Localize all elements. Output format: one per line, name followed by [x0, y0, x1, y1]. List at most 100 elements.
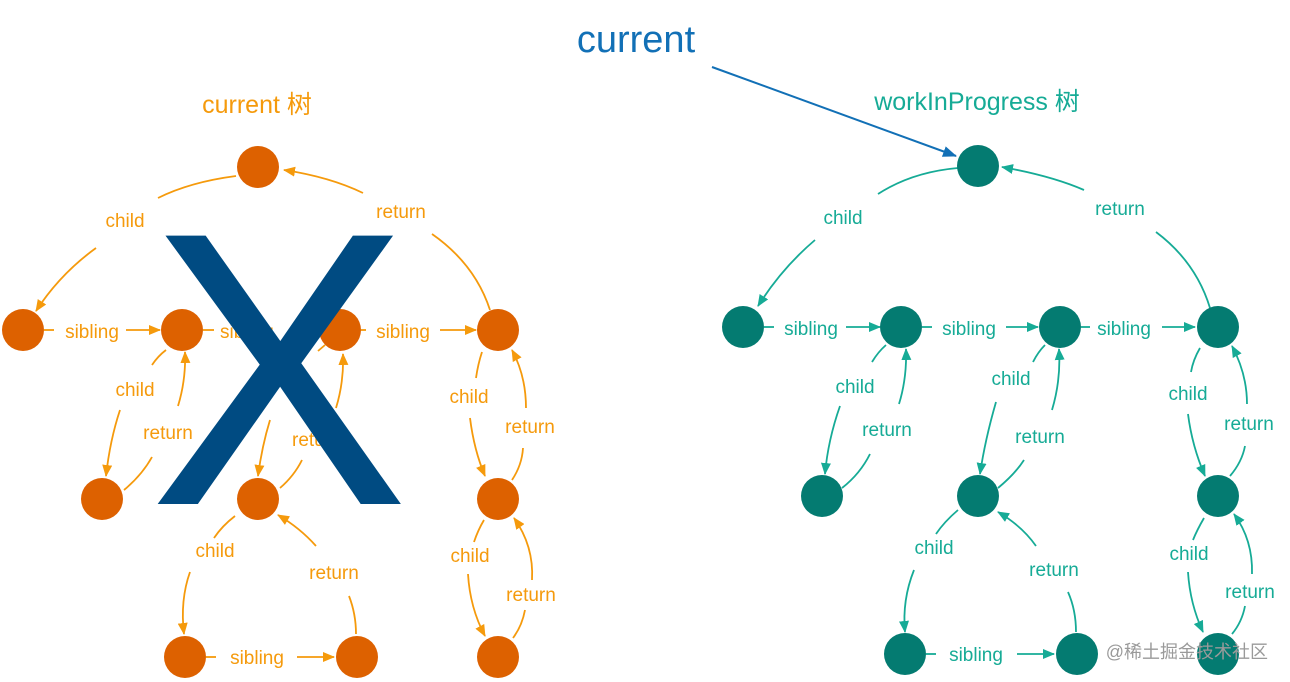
fiber-node	[1056, 633, 1098, 675]
edge-return	[997, 459, 1025, 489]
edge-return	[177, 351, 191, 407]
edge-label-return: return	[143, 423, 193, 444]
fiber-node	[801, 475, 843, 517]
edge-label-return: return	[1224, 414, 1274, 435]
edge-child	[469, 417, 486, 477]
edge-child	[1190, 347, 1201, 373]
edge-return	[511, 349, 527, 409]
edge-label-sibling: sibling	[784, 319, 838, 340]
edge-label-sibling: sibling	[942, 319, 996, 340]
edge-label-return: return	[292, 430, 342, 451]
current-pointer-arrow	[711, 66, 957, 157]
edge-return	[841, 453, 871, 489]
edge-return	[348, 595, 357, 635]
fiber-node	[477, 478, 519, 520]
fiber-node	[237, 478, 279, 520]
fiber-node	[237, 146, 279, 188]
edge-label-child: child	[450, 546, 489, 567]
edge-return	[1229, 445, 1246, 477]
fiber-node	[81, 478, 123, 520]
edge-return	[1231, 345, 1248, 405]
edge-label-return: return	[1029, 560, 1079, 581]
fiber-node	[1039, 306, 1081, 348]
edge-child	[473, 519, 485, 543]
fiber-node	[957, 475, 999, 517]
edge-child	[35, 247, 97, 312]
edge-label-return: return	[376, 202, 426, 223]
edge-return	[1067, 591, 1077, 633]
work-in-progress-tree-title: workInProgress 树	[873, 88, 1080, 116]
edge-label-child: child	[1169, 544, 1208, 565]
edge-label-child: child	[914, 538, 953, 559]
edge-label-return: return	[1095, 199, 1145, 220]
fiber-node	[1197, 475, 1239, 517]
edge-label-child: child	[115, 380, 154, 401]
edge-return	[511, 447, 524, 481]
edge-return	[512, 609, 526, 639]
edge-return	[997, 511, 1037, 547]
edge-label-return: return	[1225, 582, 1275, 603]
edge-label-child: child	[835, 377, 874, 398]
edge-child	[935, 509, 959, 535]
edge-child	[877, 167, 959, 195]
edge-child	[151, 349, 167, 366]
edge-label-return: return	[506, 585, 556, 606]
edge-return	[279, 459, 303, 489]
edge-label-child: child	[105, 211, 144, 232]
fiber-node	[2, 309, 44, 351]
fiber-node	[477, 309, 519, 351]
watermark: @稀土掘金技术社区	[1106, 642, 1268, 662]
edge-label-sibling: sibling	[220, 322, 274, 343]
fiber-node	[1197, 306, 1239, 348]
edge-child	[976, 401, 997, 475]
edge-label-sibling: sibling	[376, 322, 430, 343]
edge-label-child: child	[1168, 384, 1207, 405]
edge-return	[513, 517, 534, 581]
edge-child	[757, 239, 816, 307]
edge-return	[1001, 164, 1085, 191]
fiber-node	[884, 633, 926, 675]
fiber-node	[957, 145, 999, 187]
fiber-node	[1197, 633, 1239, 675]
current-tree: current 树	[2, 91, 556, 678]
edge-label-child: child	[823, 208, 862, 229]
fiber-node	[722, 306, 764, 348]
edge-return	[431, 233, 491, 311]
edge-label-child: child	[195, 541, 234, 562]
edge-child	[871, 344, 887, 363]
edge-label-return: return	[505, 417, 555, 438]
edge-child	[467, 573, 486, 637]
edge-child	[1187, 413, 1206, 477]
edge-return	[1233, 513, 1253, 575]
edge-child	[157, 175, 237, 199]
edge-child	[254, 419, 271, 477]
fiber-node	[880, 306, 922, 348]
edge-return	[283, 166, 364, 194]
work-in-progress-tree: workInProgress 树	[722, 88, 1275, 675]
fiber-node	[477, 636, 519, 678]
current-tree-title: current 树	[202, 91, 312, 119]
edge-label-return: return	[862, 420, 912, 441]
edge-child	[1192, 517, 1205, 541]
edge-child	[177, 571, 191, 635]
edge-label-sibling: sibling	[1097, 319, 1151, 340]
edge-child	[898, 569, 915, 633]
edge-return	[335, 353, 349, 409]
edge-child	[475, 351, 483, 379]
edge-child	[317, 344, 326, 352]
edge-label-sibling: sibling	[65, 322, 119, 343]
fiber-node	[336, 636, 378, 678]
edge-return	[277, 514, 317, 547]
edge-return	[1051, 348, 1065, 411]
edge-return	[123, 456, 153, 491]
edge-return	[898, 348, 912, 405]
edge-child	[820, 405, 841, 475]
edge-child	[102, 409, 121, 477]
edge-child	[213, 515, 236, 539]
edge-label-sibling: sibling	[949, 645, 1003, 666]
edge-return	[1231, 605, 1246, 635]
current-pointer-title: current	[577, 19, 696, 61]
edge-label-child: child	[991, 369, 1030, 390]
fiber-node	[161, 309, 203, 351]
